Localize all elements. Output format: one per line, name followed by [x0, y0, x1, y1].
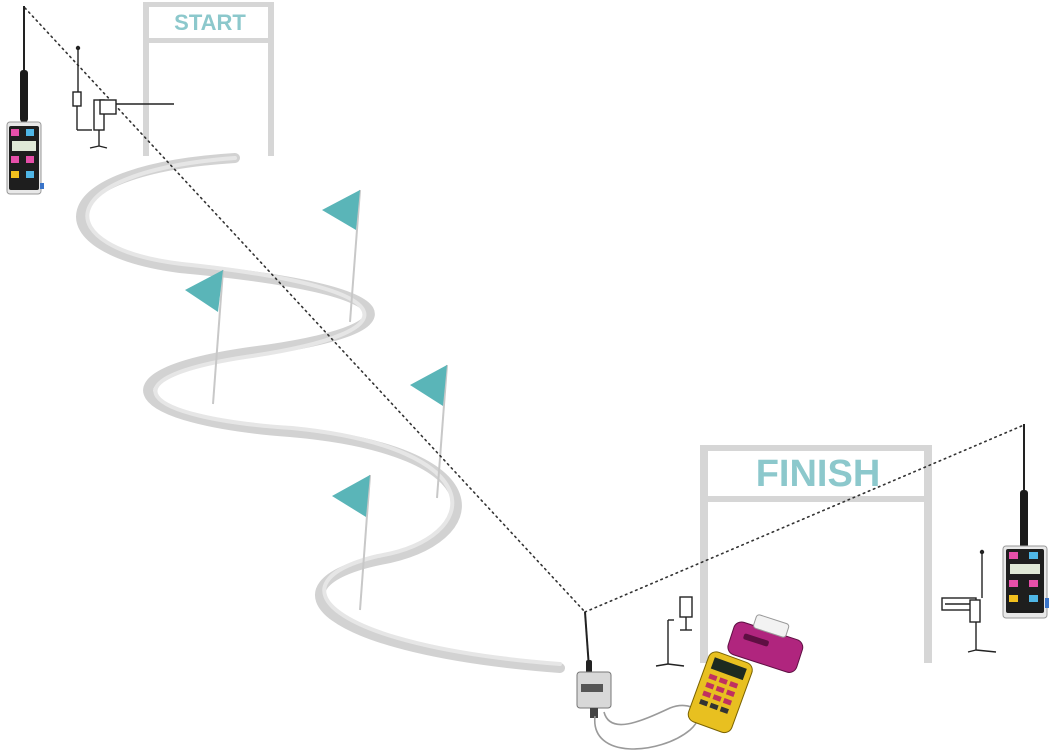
photocell-sensor-icon	[655, 596, 693, 667]
radio-signal-lines	[24, 7, 1025, 613]
course-flag-icon	[322, 189, 361, 323]
course-flag-icon	[332, 474, 371, 611]
finish-gate-label: FINISH	[756, 453, 881, 495]
start-gate: START	[143, 2, 274, 156]
course-flag-icon	[410, 364, 448, 499]
finish-gate: FINISH	[700, 445, 932, 663]
start-gate-label: START	[174, 10, 246, 35]
course-track	[76, 153, 565, 673]
course-flag-icon	[185, 269, 224, 405]
handheld-timer-icon	[687, 651, 753, 734]
radio-receiver-icon	[576, 611, 612, 718]
thermal-printer-icon	[727, 614, 804, 673]
cable	[594, 704, 699, 750]
radio-transmitter-icon	[6, 6, 44, 195]
radio-transmitter-icon	[1002, 424, 1049, 619]
photocell-sensor-icon	[941, 549, 997, 653]
photocell-sensor-icon	[72, 45, 174, 149]
